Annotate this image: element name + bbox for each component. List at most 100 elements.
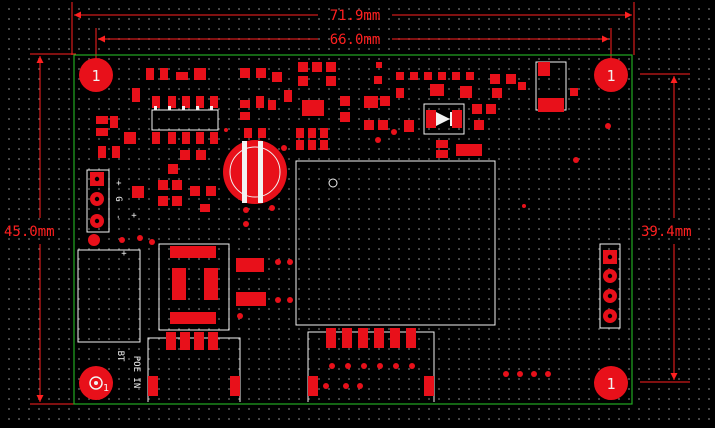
dim-overall-height-label: 45.0mm	[4, 224, 55, 240]
silk-plus-label: +	[113, 180, 123, 186]
pad	[168, 164, 178, 174]
pad	[170, 312, 216, 324]
pad	[200, 204, 210, 212]
pad	[256, 96, 264, 108]
connector-right-outline	[307, 331, 435, 402]
pad	[256, 68, 266, 78]
pad	[190, 186, 200, 196]
pad	[326, 62, 336, 72]
dim-hole-height-label: 39.4mm	[641, 224, 692, 240]
mounting-hole-label: 1	[606, 67, 615, 85]
pad	[230, 376, 240, 396]
pad	[298, 62, 308, 72]
pad	[180, 332, 190, 350]
pad	[172, 180, 182, 190]
pad	[132, 88, 140, 102]
soic-legs	[154, 106, 213, 110]
pad	[424, 376, 434, 396]
pad	[390, 328, 400, 348]
pad	[160, 68, 168, 80]
main-ic-pin1-marker	[328, 178, 338, 188]
pad	[492, 88, 502, 98]
pad	[430, 84, 444, 96]
mounting-hole-bottom-left: 1	[79, 366, 113, 400]
pad	[506, 74, 516, 84]
pad	[570, 88, 578, 96]
pad	[112, 146, 120, 158]
transformer-outline	[158, 243, 230, 331]
pad	[404, 120, 414, 132]
silk-battery-label: BT	[115, 351, 125, 362]
pad	[210, 132, 218, 144]
dimension-labels: 71.9mm 66.0mm 45.0mm 39.4mm	[4, 8, 692, 240]
soic-outline	[151, 109, 219, 131]
pad	[308, 376, 318, 396]
pad	[176, 72, 188, 80]
pad	[298, 76, 308, 86]
pad	[296, 128, 304, 138]
pad	[358, 328, 368, 348]
main-ic	[295, 160, 496, 326]
silk-poe-label: POE IN	[131, 356, 141, 389]
silk-plus-label-2: +	[131, 211, 137, 221]
pad	[436, 150, 448, 158]
pad	[396, 88, 404, 98]
pad	[490, 74, 500, 84]
dim-overall-width-label: 71.9mm	[330, 8, 381, 24]
pad	[146, 68, 154, 80]
mounting-hole-top-right: 1	[594, 58, 628, 92]
pad	[166, 332, 176, 350]
pad	[258, 128, 266, 138]
pad	[152, 96, 160, 108]
dimension-layer	[30, 2, 690, 405]
mounting-holes: 1 1 1 1	[79, 58, 628, 400]
pad	[438, 72, 446, 80]
mounting-hole-label: 1	[606, 375, 615, 393]
silk-plus-label-3: +	[121, 249, 127, 259]
pad-layer	[96, 62, 578, 396]
pad	[308, 128, 316, 138]
pad	[236, 258, 264, 272]
pad	[410, 72, 418, 80]
battery-outline	[77, 249, 141, 343]
pad	[168, 96, 176, 108]
pad	[206, 186, 216, 196]
main-ic-outline	[295, 160, 496, 326]
pad	[172, 196, 182, 206]
pad	[538, 98, 564, 112]
pad	[240, 112, 250, 120]
pad	[486, 104, 496, 114]
pad	[518, 82, 526, 90]
via-layer	[119, 104, 611, 389]
pad	[196, 132, 204, 144]
diode-symbol	[436, 112, 452, 126]
pad	[132, 186, 144, 198]
pad	[182, 132, 190, 144]
pad	[466, 72, 474, 80]
pad	[312, 62, 322, 72]
board-outline	[73, 54, 633, 405]
pad	[340, 112, 350, 122]
pad	[98, 146, 106, 158]
pad	[296, 140, 304, 150]
pad	[436, 140, 448, 148]
pad	[320, 128, 328, 138]
silk-minus-label: -	[113, 214, 123, 219]
pad	[452, 72, 460, 80]
battery-pad	[88, 234, 100, 246]
pad	[376, 62, 382, 68]
electrolytic-capacitor	[223, 140, 287, 204]
pad	[426, 110, 436, 128]
pad	[302, 100, 324, 116]
pad	[456, 144, 482, 156]
pad	[374, 328, 384, 348]
pad	[472, 104, 482, 114]
silk-g-label: G	[113, 196, 123, 201]
pad	[452, 110, 462, 128]
pad	[320, 140, 328, 150]
pad	[340, 96, 350, 106]
pad	[424, 72, 432, 80]
header-3pin-outline	[86, 169, 110, 233]
